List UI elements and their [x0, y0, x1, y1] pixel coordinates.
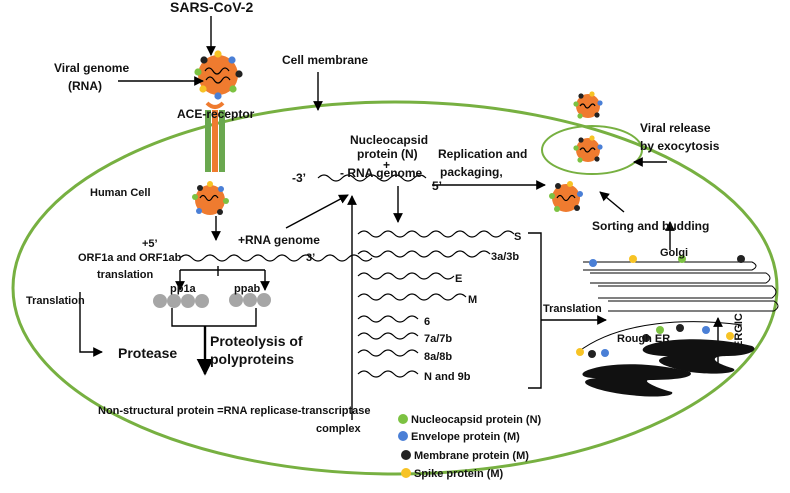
label-pp1a: pp1a: [170, 283, 197, 295]
sgrna-8a8b-icon: [357, 349, 419, 357]
sgrna-7a7b-icon: [357, 332, 419, 340]
sgrna-s-icon: [357, 230, 515, 238]
label-translation-right: Translation: [543, 303, 602, 315]
virion-incoming-icon: [194, 50, 243, 100]
legend-label-spike: Spike protein (M): [414, 468, 504, 480]
translation-left-arrow: [79, 292, 103, 357]
label-positive-rna-genome: +RNA genome: [238, 233, 320, 247]
er-outline-icon: [577, 321, 743, 353]
legend-label-membrane: Membrane protein (M): [414, 450, 529, 462]
label-sgrna-m: M: [468, 294, 477, 306]
label-orf-translation: translation: [97, 269, 154, 281]
budding-arrow: [599, 191, 625, 213]
label-pos-5-prime: +5’: [142, 238, 158, 250]
negative-rna-genome-icon: [317, 174, 427, 182]
sgrna-m-icon: [357, 293, 467, 301]
label-ace-receptor: ACE-receptor: [177, 107, 255, 121]
polyprotein-bracket: [171, 308, 257, 327]
golgi-envelope-icon: [589, 259, 597, 267]
label-protease: Protease: [118, 345, 177, 361]
golgi-spike-icon: [629, 255, 637, 263]
blue-circle-icon: [398, 431, 408, 441]
virion-released-icon: [573, 91, 603, 119]
human-cell-membrane: [11, 100, 779, 476]
label-sars-cov-2: SARS-CoV-2: [170, 0, 253, 15]
subgenomic-bracket: [528, 232, 542, 389]
replicase-arrow: [285, 194, 349, 229]
label-polyproteins: polyproteins: [210, 351, 294, 367]
label-human-cell: Human Cell: [90, 187, 151, 199]
label-ergic: ERGIC: [733, 313, 745, 348]
virion-in-vesicle-icon: [573, 135, 603, 163]
sgrna-6-icon: [357, 315, 419, 323]
label-packaging: packaging,: [440, 165, 503, 179]
label-sgrna-3a3b: 3a/3b: [491, 251, 519, 263]
label-sgrna-n9b: N and 9b: [424, 371, 471, 383]
label-sorting-budding: Sorting and budding: [592, 219, 709, 233]
ace-receptor-icon: [205, 101, 225, 172]
label-viral-genome-rna: (RNA): [68, 79, 102, 93]
er-proteins: [576, 324, 734, 358]
label-sgrna-7a7b: 7a/7b: [424, 333, 452, 345]
polyprotein-ppab-icon: [229, 293, 271, 307]
label-neg-3-prime: -3’: [292, 171, 306, 185]
exocytosis-vesicle: [541, 125, 643, 175]
legend-label-nucleocapsid: Nucleocapsid protein (N): [411, 414, 542, 426]
label-golgi: Golgi: [660, 247, 688, 259]
label-viral-genome: Viral genome: [54, 61, 129, 75]
rough-er-icon: [582, 339, 755, 397]
polyprotein-pp1a-icon: [153, 294, 209, 308]
label-sgrna-e: E: [455, 273, 462, 285]
positive-rna-genome-icon: [179, 254, 373, 262]
label-viral-release: Viral release: [640, 121, 711, 135]
label-ppab: ppab: [234, 283, 261, 295]
black-circle-icon: [401, 450, 411, 460]
label-nonstructural: Non-structural protein =RNA replicase-tr…: [98, 405, 371, 417]
label-plus: +: [383, 158, 390, 172]
label-rough-er: Rough ER: [617, 333, 670, 345]
label-sgrna-8a8b: 8a/8b: [424, 351, 452, 363]
golgi-icon: [583, 261, 779, 312]
legend: Nucleocapsid protein (N) Envelope protei…: [398, 414, 542, 480]
label-negative-rna-genome: - RNA genome: [340, 166, 423, 180]
green-circle-icon: [398, 414, 408, 424]
legend-label-envelope: Envelope protein (M): [411, 431, 520, 443]
sgrna-3a3b-icon: [357, 250, 491, 258]
yellow-circle-icon: [401, 468, 411, 478]
sgrna-e-icon: [357, 272, 455, 280]
label-complex: complex: [316, 423, 362, 435]
label-orf: ORF1a and ORF1ab: [78, 252, 182, 264]
sgrna-n9b-icon: [357, 370, 419, 378]
label-exocytosis: by exocytosis: [640, 139, 720, 153]
label-sgrna-6: 6: [424, 316, 430, 328]
label-translation-left: Translation: [26, 295, 85, 307]
golgi-membrane-icon: [737, 255, 745, 263]
label-nucleocapsid: Nucleocapsid: [350, 133, 428, 147]
virion-internalized-icon: [192, 181, 229, 215]
virion-assembled-icon: [549, 181, 583, 212]
label-proteolysis: Proteolysis of: [210, 333, 303, 349]
label-pos-3-prime: 3’: [306, 252, 315, 264]
label-cell-membrane: Cell membrane: [282, 53, 368, 67]
label-neg-5-prime: 5’: [432, 179, 442, 193]
label-sgrna-s: S: [514, 231, 521, 243]
golgi-nucleocapsid-icon: [678, 255, 686, 263]
label-replication: Replication and: [438, 147, 527, 161]
label-nucleocapsid-protein: protein (N): [357, 147, 418, 161]
